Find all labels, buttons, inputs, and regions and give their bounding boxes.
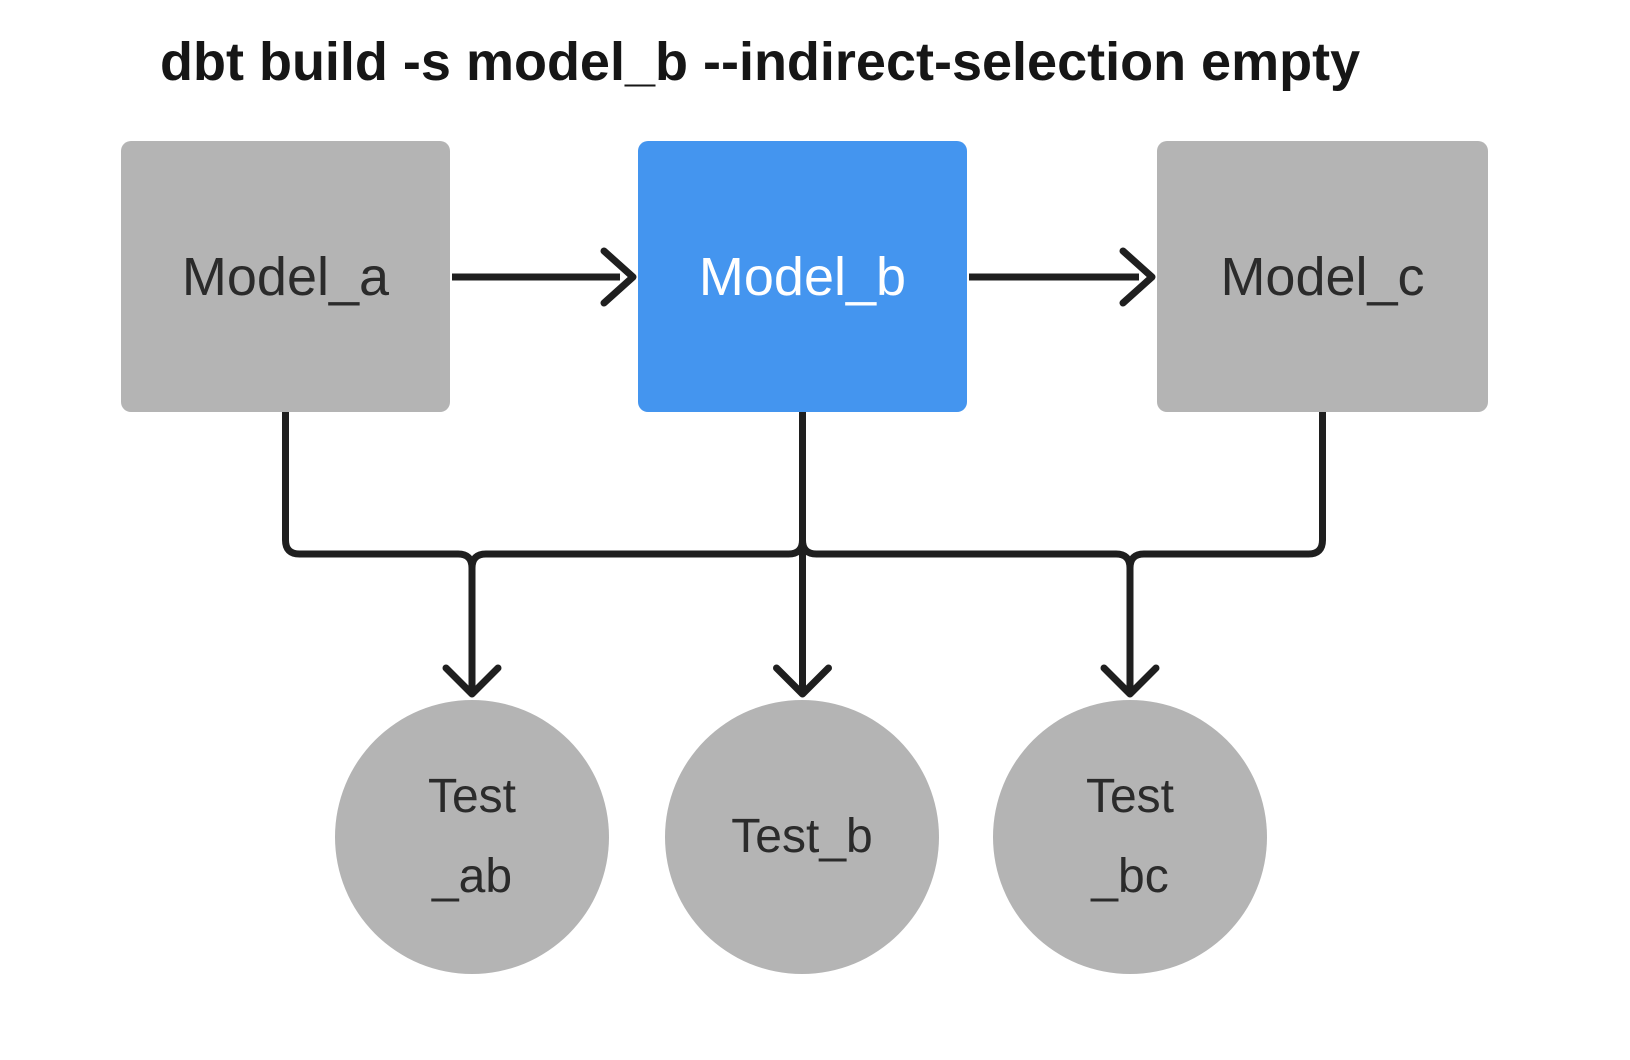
edge-model-b-to-test-bc: [799, 412, 1134, 690]
node-model-c: Model_c: [1157, 141, 1488, 412]
node-label-line: _ab: [431, 850, 513, 903]
node-test-bc: Test _bc: [993, 700, 1267, 974]
node-label: Model_b: [698, 246, 907, 307]
node-label-line: Test_b: [731, 810, 873, 863]
node-test-b: Test_b: [665, 700, 939, 974]
node-test-ab: Test _ab: [335, 700, 609, 974]
command-title: dbt build -s model_b --indirect-selectio…: [160, 32, 1361, 92]
arrowhead-test-b: [773, 664, 832, 698]
arrowhead-test-bc: [1100, 664, 1160, 698]
node-model-a: Model_a: [121, 141, 450, 412]
node-label-line: _bc: [1091, 850, 1169, 903]
edge-model-b-to-test-ab: [468, 412, 806, 690]
node-label: Model_a: [181, 246, 390, 307]
edge-model-a-to-test-ab: [282, 412, 476, 690]
node-label: Model_c: [1220, 246, 1425, 307]
node-label-line: Test: [427, 770, 517, 823]
arrowhead-test-ab: [442, 664, 502, 698]
node-model-b: Model_b: [638, 141, 967, 412]
edge-model-c-to-test-bc: [1126, 412, 1326, 690]
node-label-line: Test: [1085, 770, 1175, 823]
edge-model-a-to-model-b: [452, 247, 637, 307]
edge-model-b-to-model-c: [969, 247, 1156, 307]
